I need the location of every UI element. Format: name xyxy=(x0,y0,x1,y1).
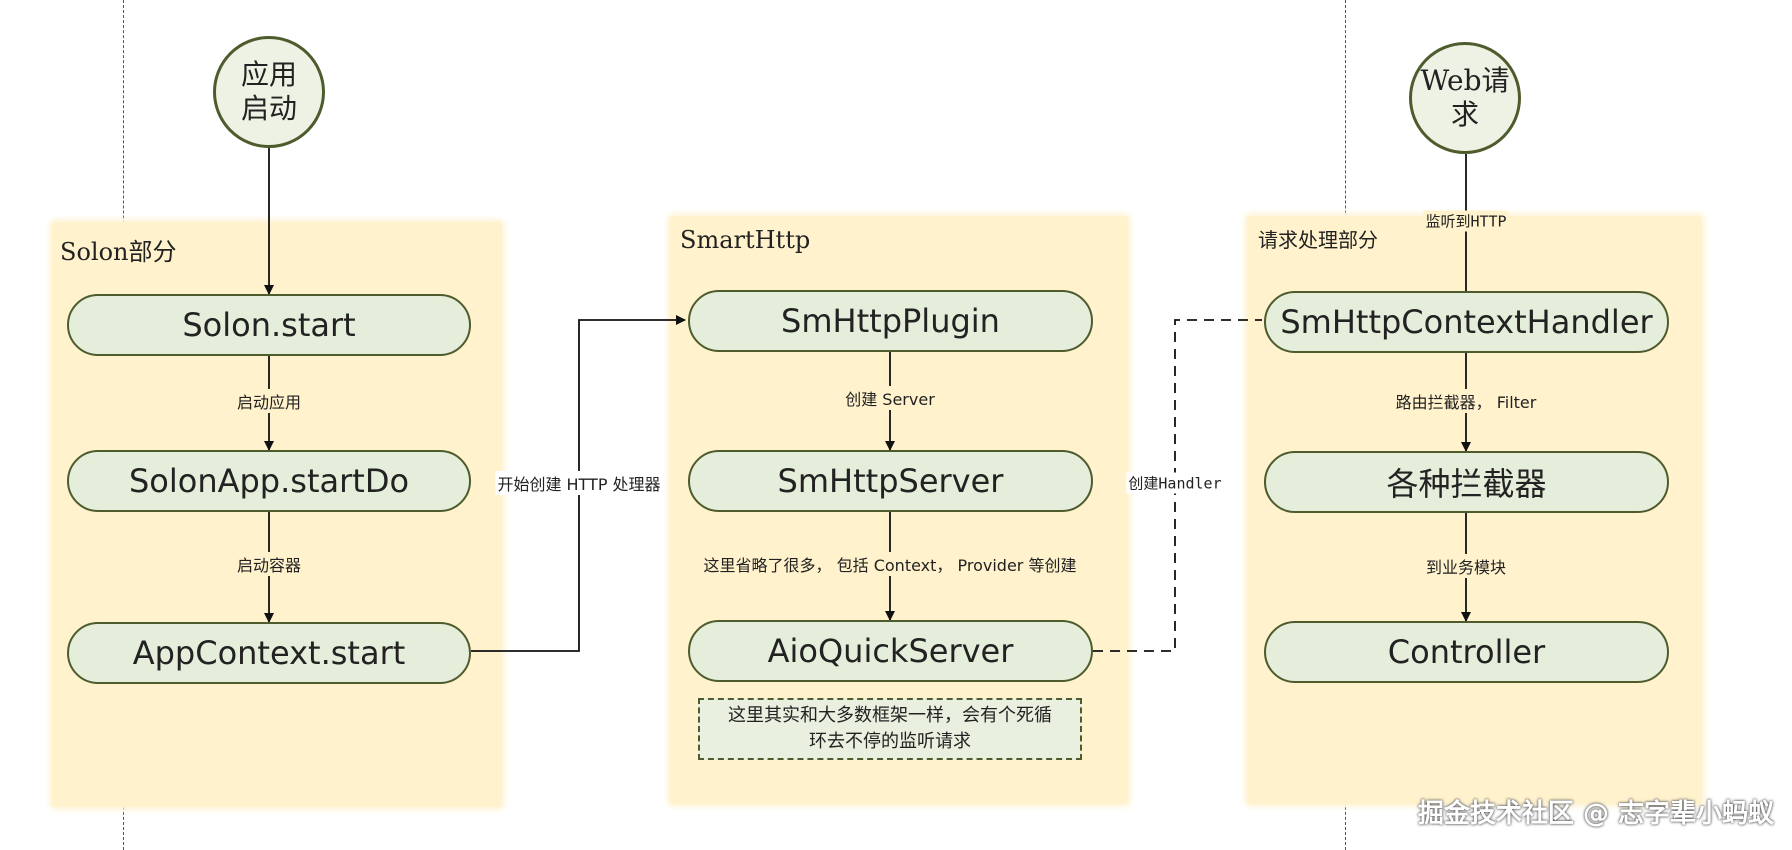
panel-title-smarthttp: SmartHttp xyxy=(680,226,811,254)
label-route-filter: 路由拦截器， Filter xyxy=(1393,389,1539,413)
label-begin-http-handler: 开始创建 HTTP 处理器 xyxy=(495,471,663,495)
node-solon-start: Solon.start xyxy=(67,294,471,356)
note-line1: 这里其实和大多数框架一样，会有个死循 xyxy=(728,705,1052,726)
label-create-server: 创建 Server xyxy=(843,386,937,410)
start-node-app-line2: 启动 xyxy=(240,92,297,125)
watermark-text: 掘金技术社区 @ 志字辈小蚂蚁 xyxy=(1417,799,1774,829)
node-interceptors: 各种拦截器 xyxy=(1264,451,1669,513)
node-controller: Controller xyxy=(1264,621,1669,683)
label-start-app: 启动应用 xyxy=(234,389,304,413)
node-smhttp-context-handler: SmHttpContextHandler xyxy=(1264,291,1669,353)
panel-title-solon: Solon部分 xyxy=(60,238,177,266)
node-aio-quick-server: AioQuickServer xyxy=(688,620,1093,682)
label-to-business: 到业务模块 xyxy=(1423,554,1509,578)
note-line2: 环去不停的监听请求 xyxy=(809,731,971,752)
start-node-app: 应用 启动 xyxy=(213,36,325,148)
node-appcontext-start: AppContext.start xyxy=(67,622,471,684)
node-smhttp-server: SmHttpServer xyxy=(688,450,1093,512)
note-event-loop: 这里其实和大多数框架一样，会有个死循 环去不停的监听请求 xyxy=(698,698,1082,760)
node-smhttp-plugin: SmHttpPlugin xyxy=(688,290,1093,352)
start-node-web: Web请 求 xyxy=(1409,42,1521,154)
node-solonapp-startdo: SolonApp.startDo xyxy=(67,450,471,512)
label-create-handler: 创建Handler xyxy=(1126,472,1224,494)
start-node-web-line1: Web请 xyxy=(1420,64,1510,97)
label-start-container: 启动容器 xyxy=(234,552,304,576)
panel-title-request: 请求处理部分 xyxy=(1258,228,1378,252)
label-omitted: 这里省略了很多， 包括 Context， Provider 等创建 xyxy=(701,552,1079,576)
start-node-app-line1: 应用 xyxy=(240,58,297,91)
start-node-web-line2: 求 xyxy=(1450,98,1479,131)
label-listen-http: 监听到HTTP xyxy=(1423,210,1509,232)
